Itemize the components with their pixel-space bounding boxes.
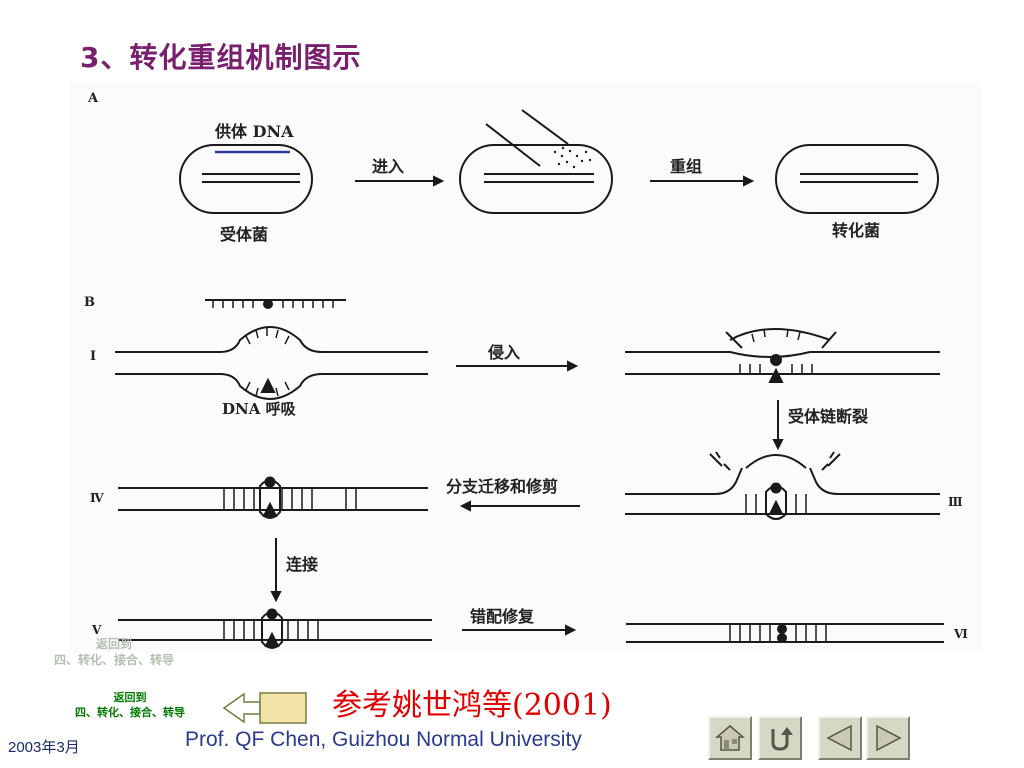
return-icon: [771, 727, 793, 751]
return-button[interactable]: [758, 716, 802, 760]
enter-label: 进入: [372, 157, 404, 176]
recipient-break-label: 受体链断裂: [788, 407, 868, 426]
return-link-faded-line2: 四、转化、接合、转导: [53, 653, 174, 667]
home-button[interactable]: [708, 716, 752, 760]
next-icon: [876, 724, 902, 752]
mismatch-repair-label: 错配修复: [470, 607, 535, 626]
return-link-faded-line1: 返回到: [95, 637, 132, 651]
panel-a-label: A: [87, 91, 99, 106]
stage-5-label: V: [91, 623, 102, 637]
previous-icon: [826, 724, 852, 752]
return-link-line1: 返回到: [113, 691, 147, 704]
stage-6-label: Ⅵ: [953, 627, 968, 641]
return-link-faded[interactable]: 返回到 四、转化、接合、转导: [14, 636, 214, 668]
transformant-cell: [775, 144, 939, 214]
recombine-label: 重组: [670, 157, 702, 176]
ligation-label: 连接: [286, 555, 318, 574]
author-label: Prof. QF Chen, Guizhou Normal University: [185, 728, 582, 751]
invasion-label: 侵入: [487, 343, 520, 362]
reference-citation: 参考姚世鸿等(2001): [332, 688, 612, 723]
branch-migration-label: 分支迁移和修剪: [446, 477, 558, 496]
slide-title: 3、转化重组机制图示: [80, 41, 362, 74]
stage-1-label: I: [90, 349, 96, 364]
transformant-label: 转化菌: [832, 221, 880, 240]
recipient-cell: [179, 144, 313, 214]
return-link-line2: 四、转化、接合、转导: [75, 706, 185, 719]
home-icon: [715, 725, 745, 751]
next-button[interactable]: [866, 716, 910, 760]
recipient-label: 受体菌: [220, 225, 268, 244]
transformation-figure: A 供体 DNA 受体菌 进入 重组 转化菌 B I DNA 呼吸 侵入 受体链…: [70, 82, 982, 652]
cell-with-donor-dna: [459, 144, 613, 214]
panel-b-label: B: [84, 295, 95, 310]
stage-4-label: Ⅳ: [90, 491, 104, 505]
date-label: 2003年3月: [8, 739, 80, 756]
previous-button[interactable]: [818, 716, 862, 760]
donor-dna-label: 供体 DNA: [214, 122, 294, 141]
dna-breathing-label: DNA 呼吸: [222, 400, 297, 418]
return-link[interactable]: 返回到 四、转化、接合、转导: [40, 690, 220, 720]
back-arrow-button[interactable]: [222, 690, 308, 726]
recombination-diagram: A 供体 DNA 受体菌 进入 重组 转化菌 B I DNA 呼吸 侵入 受体链…: [84, 91, 968, 649]
stage-3-label: Ⅲ: [948, 495, 963, 509]
